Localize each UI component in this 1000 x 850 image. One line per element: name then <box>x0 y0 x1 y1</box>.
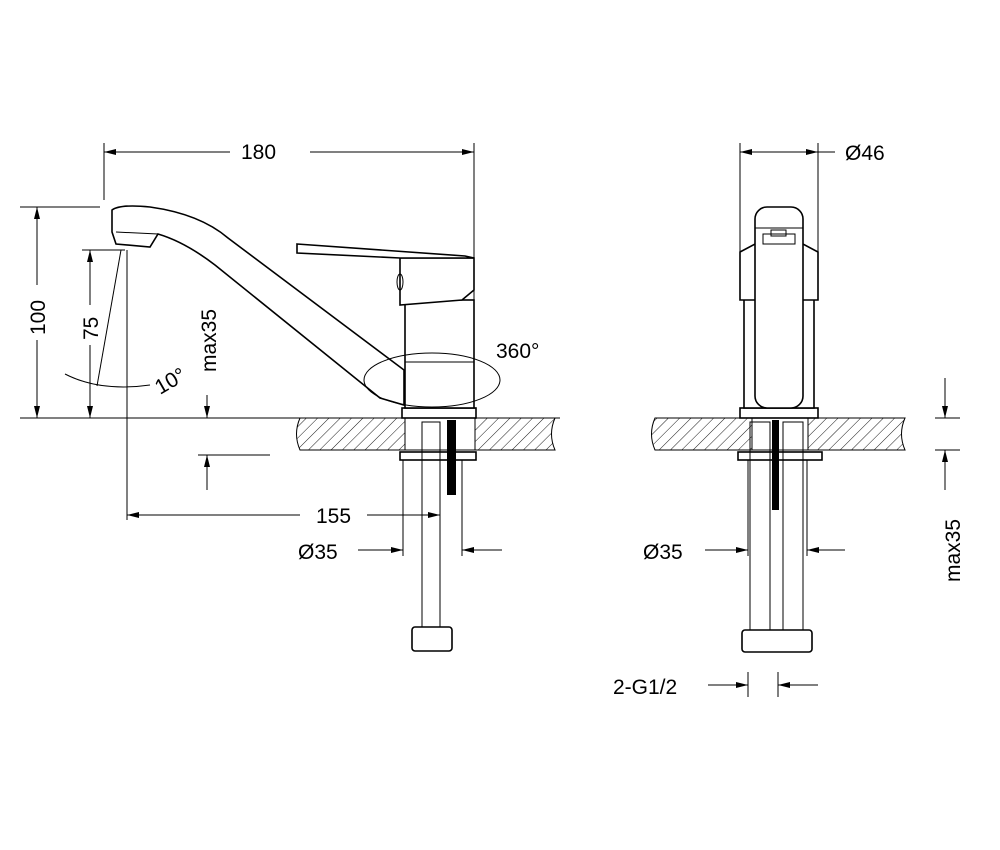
outlet-height-dim-label: 75 <box>80 317 103 340</box>
front-view: Ø46 max35 Ø35 2-G1/2 <box>613 142 965 699</box>
rotation-ellipse <box>363 352 501 408</box>
width-dim-label: 180 <box>241 141 276 164</box>
reach-dim-label: 155 <box>316 505 351 528</box>
hole-dim-label-right: Ø35 <box>643 541 683 564</box>
faucet-body-front <box>739 206 819 419</box>
connection-dim-label: 2-G1/2 <box>613 676 677 699</box>
hole-dim-label-left: Ø35 <box>298 541 338 564</box>
counter-thickness-dim-label-left: max35 <box>198 309 221 372</box>
rotation-label: 360° <box>496 340 539 363</box>
counter-thickness-dim-label-right: max35 <box>942 519 965 582</box>
side-view: 360° 180 100 75 10° max35 155 Ø35 <box>20 141 560 652</box>
body-diameter-dim-label: Ø46 <box>845 142 885 165</box>
height-dim-label: 100 <box>27 300 50 335</box>
hose-nut <box>411 626 453 652</box>
mounting-stud <box>447 420 456 495</box>
angle-dim-label: 10° <box>151 364 190 400</box>
